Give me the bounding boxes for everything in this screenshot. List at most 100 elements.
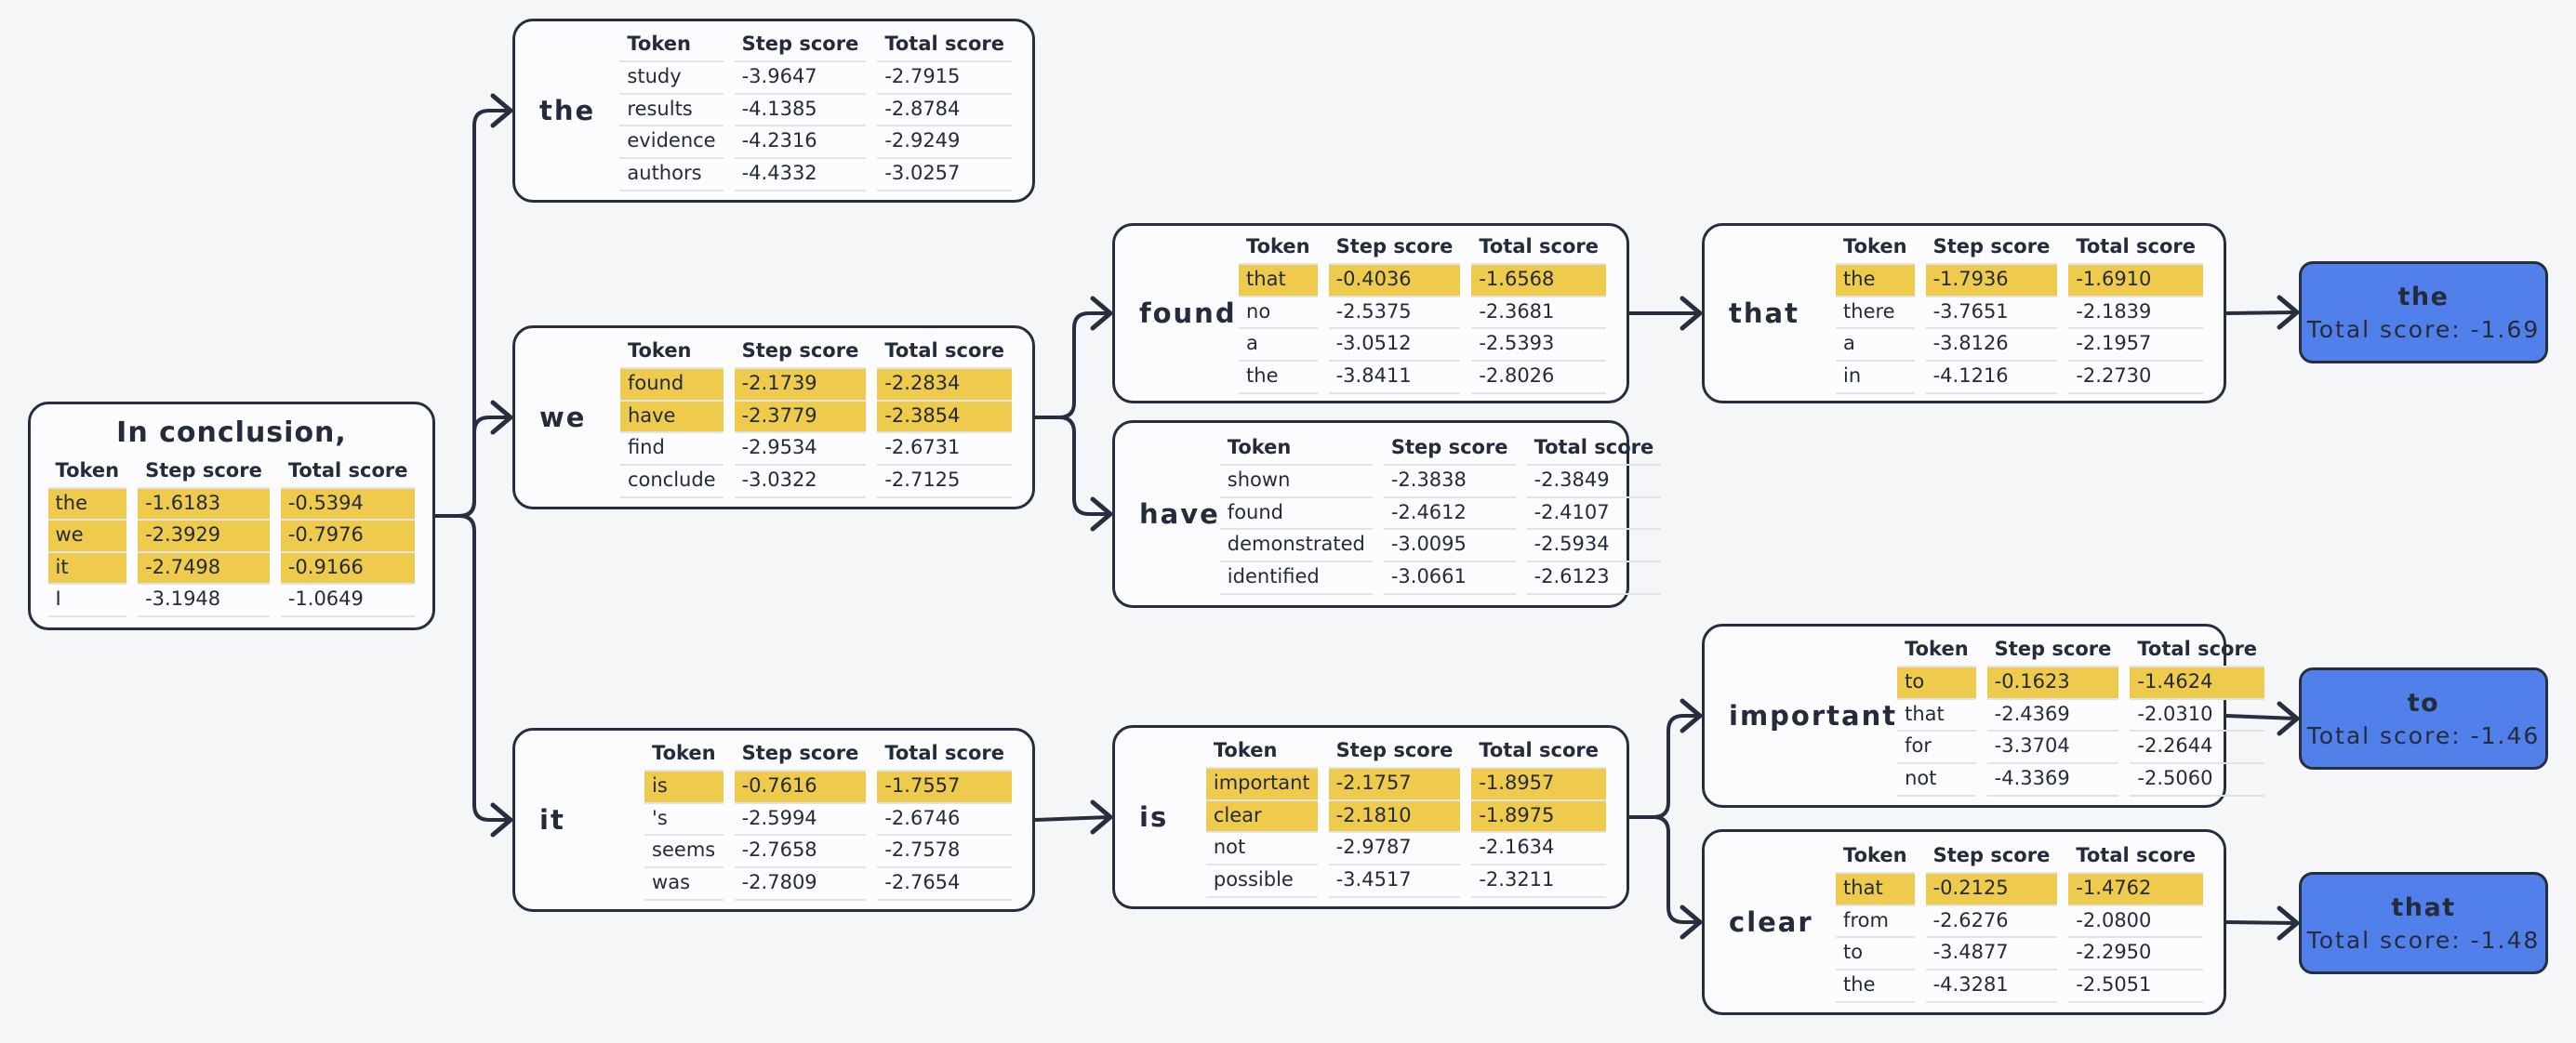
arrowhead-icon bbox=[490, 400, 513, 435]
column-header-token: Token bbox=[47, 456, 127, 489]
token-cell: the bbox=[1836, 265, 1915, 297]
step-score-cell: -2.4612 bbox=[1383, 498, 1516, 531]
node-root[interactable]: In conclusion, Token Step score Total score… bbox=[28, 402, 435, 630]
column-header-token: Token bbox=[619, 337, 724, 370]
leaf-token: to bbox=[2407, 688, 2440, 718]
node-label: the bbox=[539, 95, 596, 126]
total-score-cell: -1.6910 bbox=[2068, 265, 2203, 297]
step-score-cell: -2.5375 bbox=[1328, 297, 1461, 330]
total-score-cell: -2.5934 bbox=[1526, 530, 1662, 562]
edge-line bbox=[1035, 311, 1109, 419]
token-cell: possible bbox=[1205, 865, 1318, 898]
token-cell: it bbox=[47, 552, 127, 586]
step-score-cell: -1.6183 bbox=[138, 488, 270, 522]
token-cell: find bbox=[619, 433, 724, 466]
step-score-cell: -3.8126 bbox=[1925, 329, 2058, 362]
column-header-step-score: Step score bbox=[734, 30, 867, 63]
node-label: important bbox=[1729, 700, 1898, 732]
token-cell: have bbox=[619, 401, 724, 434]
step-score-cell: -2.3929 bbox=[138, 521, 270, 553]
edge-line bbox=[1629, 714, 1699, 819]
token-cell: the bbox=[1836, 970, 1915, 1003]
column-header-step-score: Step score bbox=[1328, 736, 1461, 770]
arrowhead-icon bbox=[1680, 698, 1703, 733]
total-score-cell: -2.5393 bbox=[1471, 329, 1606, 362]
column-header-step-score: Step score bbox=[1925, 232, 2058, 266]
token-cell: there bbox=[1836, 297, 1915, 330]
step-score-cell: -3.0322 bbox=[734, 466, 867, 498]
column-header-token: Token bbox=[1205, 736, 1318, 770]
token-cell: in bbox=[1836, 362, 1915, 394]
arrowhead-icon bbox=[490, 93, 513, 128]
total-score-cell: -2.3854 bbox=[877, 401, 1012, 434]
edge-line bbox=[2225, 310, 2297, 315]
edge-line bbox=[435, 416, 510, 518]
column-header-step-score: Step score bbox=[138, 456, 270, 489]
token-cell: not bbox=[1897, 764, 1976, 797]
column-header-total-score: Total score bbox=[2068, 232, 2203, 266]
token-cell: I bbox=[47, 585, 127, 618]
total-score-cell: -0.9166 bbox=[280, 552, 416, 586]
total-score-cell: -2.8784 bbox=[877, 95, 1012, 127]
token-cell: demonstrated bbox=[1219, 530, 1373, 562]
step-score-cell: -2.1810 bbox=[1328, 800, 1461, 834]
node-label: found bbox=[1139, 297, 1237, 329]
column-header-step-score: Step score bbox=[1328, 232, 1461, 266]
column-header-token: Token bbox=[1836, 841, 1915, 875]
step-score-cell: -2.5994 bbox=[734, 804, 867, 837]
arrowhead-icon bbox=[1680, 296, 1703, 331]
node-label: it bbox=[539, 804, 565, 836]
total-score-cell: -2.1957 bbox=[2068, 329, 2203, 362]
token-cell: no bbox=[1239, 297, 1318, 330]
token-cell: to bbox=[1836, 938, 1915, 970]
node-label: we bbox=[539, 402, 587, 433]
token-cell: clear bbox=[1205, 800, 1318, 834]
token-cell: we bbox=[47, 521, 127, 553]
total-score-cell: -2.3681 bbox=[1471, 297, 1606, 330]
total-score-cell: -2.5060 bbox=[2130, 764, 2265, 797]
root-prompt: In conclusion, bbox=[116, 416, 347, 449]
step-score-cell: -2.7498 bbox=[138, 552, 270, 586]
step-score-cell: -3.0661 bbox=[1383, 562, 1516, 595]
leaf-token: the bbox=[2397, 282, 2450, 311]
leaf-total-score: Total score: -1.48 bbox=[2306, 926, 2541, 954]
total-score-cell: -2.7125 bbox=[877, 466, 1012, 498]
total-score-cell: -2.5051 bbox=[2068, 970, 2203, 1003]
token-cell: is bbox=[644, 772, 724, 804]
total-score-cell: -2.3211 bbox=[1471, 865, 1606, 898]
total-score-cell: -2.0310 bbox=[2130, 700, 2265, 733]
column-header-total-score: Total score bbox=[877, 30, 1012, 63]
arrowhead-icon bbox=[2277, 295, 2300, 330]
edge-line bbox=[1629, 815, 1699, 924]
column-header-total-score: Total score bbox=[280, 456, 416, 489]
step-score-cell: -4.1385 bbox=[734, 95, 867, 127]
token-cell: seems bbox=[644, 836, 724, 868]
arrowhead-icon bbox=[1090, 799, 1113, 835]
total-score-cell: -2.2950 bbox=[2068, 938, 2203, 970]
step-score-cell: -4.3369 bbox=[1986, 764, 2119, 797]
token-cell: found bbox=[1219, 498, 1373, 531]
step-score-cell: -0.2125 bbox=[1925, 874, 2058, 906]
edge-line bbox=[435, 514, 510, 822]
column-header-step-score: Step score bbox=[734, 337, 867, 370]
token-cell: authors bbox=[619, 159, 724, 191]
step-score-cell: -3.8411 bbox=[1328, 362, 1461, 394]
